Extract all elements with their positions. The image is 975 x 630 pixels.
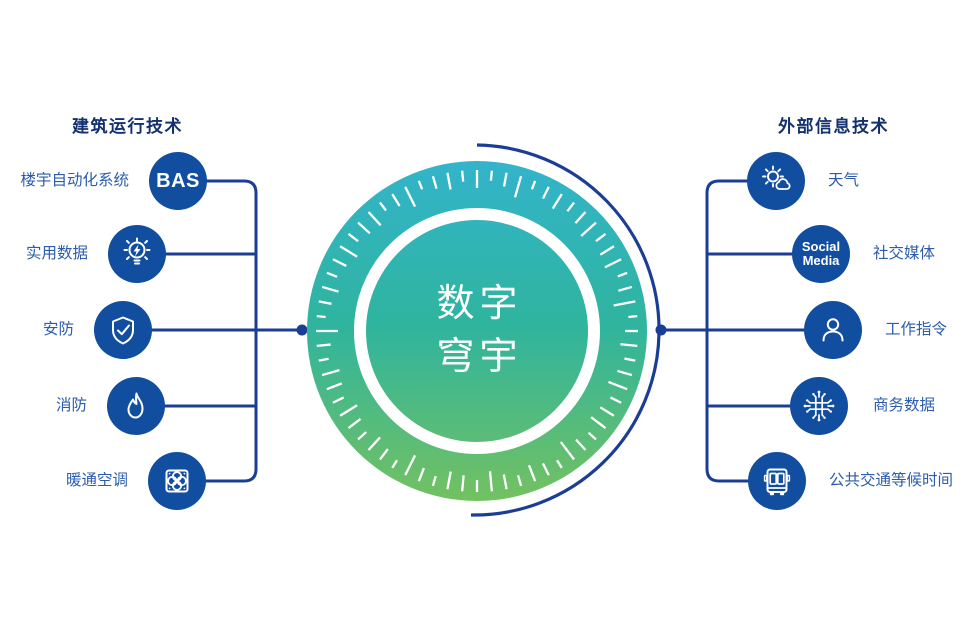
flame-icon — [127, 392, 144, 419]
node-business-data — [790, 377, 848, 435]
shield-check-icon — [112, 316, 134, 345]
label-social-media: 社交媒体 — [873, 245, 936, 262]
node-transit — [748, 452, 806, 510]
social-media-badge: Social Media — [802, 240, 840, 268]
node-hvac — [148, 452, 206, 510]
label-hvac: 暖通空调 — [65, 472, 128, 489]
right-column-header: 外部信息技术 — [778, 117, 889, 136]
label-work-orders: 工作指令 — [885, 321, 948, 338]
sun-cloud-icon — [762, 165, 791, 190]
center-title-line2: 穹宇 — [436, 336, 523, 378]
label-bas: 楼宇自动化系统 — [20, 172, 129, 189]
center-title-line1: 数字 — [436, 283, 523, 325]
label-fire: 消防 — [55, 397, 87, 414]
tick-ring — [316, 170, 638, 492]
center-dome-circle: 数字 穹宇 — [307, 161, 647, 501]
node-work-orders — [804, 301, 862, 359]
node-utility-data — [108, 225, 166, 283]
label-transit: 公共交通等候时间 — [829, 472, 954, 489]
social-line2: Media — [802, 253, 840, 268]
label-business-data: 商务数据 — [873, 397, 936, 414]
person-icon — [822, 318, 844, 342]
social-line1: Social — [801, 239, 841, 254]
lightbulb-bolt-icon — [123, 237, 151, 265]
bus-icon — [763, 468, 791, 496]
node-bas: BAS — [149, 152, 207, 210]
node-weather — [747, 152, 805, 210]
label-utility-data: 实用数据 — [25, 245, 88, 262]
left-column-header: 建筑运行技术 — [72, 117, 183, 136]
label-weather: 天气 — [828, 172, 860, 189]
node-security — [94, 301, 152, 359]
left-junction-dot — [296, 324, 308, 336]
right-junction-dot — [655, 324, 667, 336]
bas-badge: BAS — [156, 169, 200, 192]
circuit-network-icon — [803, 390, 835, 422]
fan-icon — [165, 469, 189, 493]
node-fire — [107, 377, 165, 435]
node-social-media: Social Media — [792, 225, 850, 283]
label-security: 安防 — [42, 321, 74, 338]
center-title: 数字 穹宇 — [307, 161, 647, 501]
